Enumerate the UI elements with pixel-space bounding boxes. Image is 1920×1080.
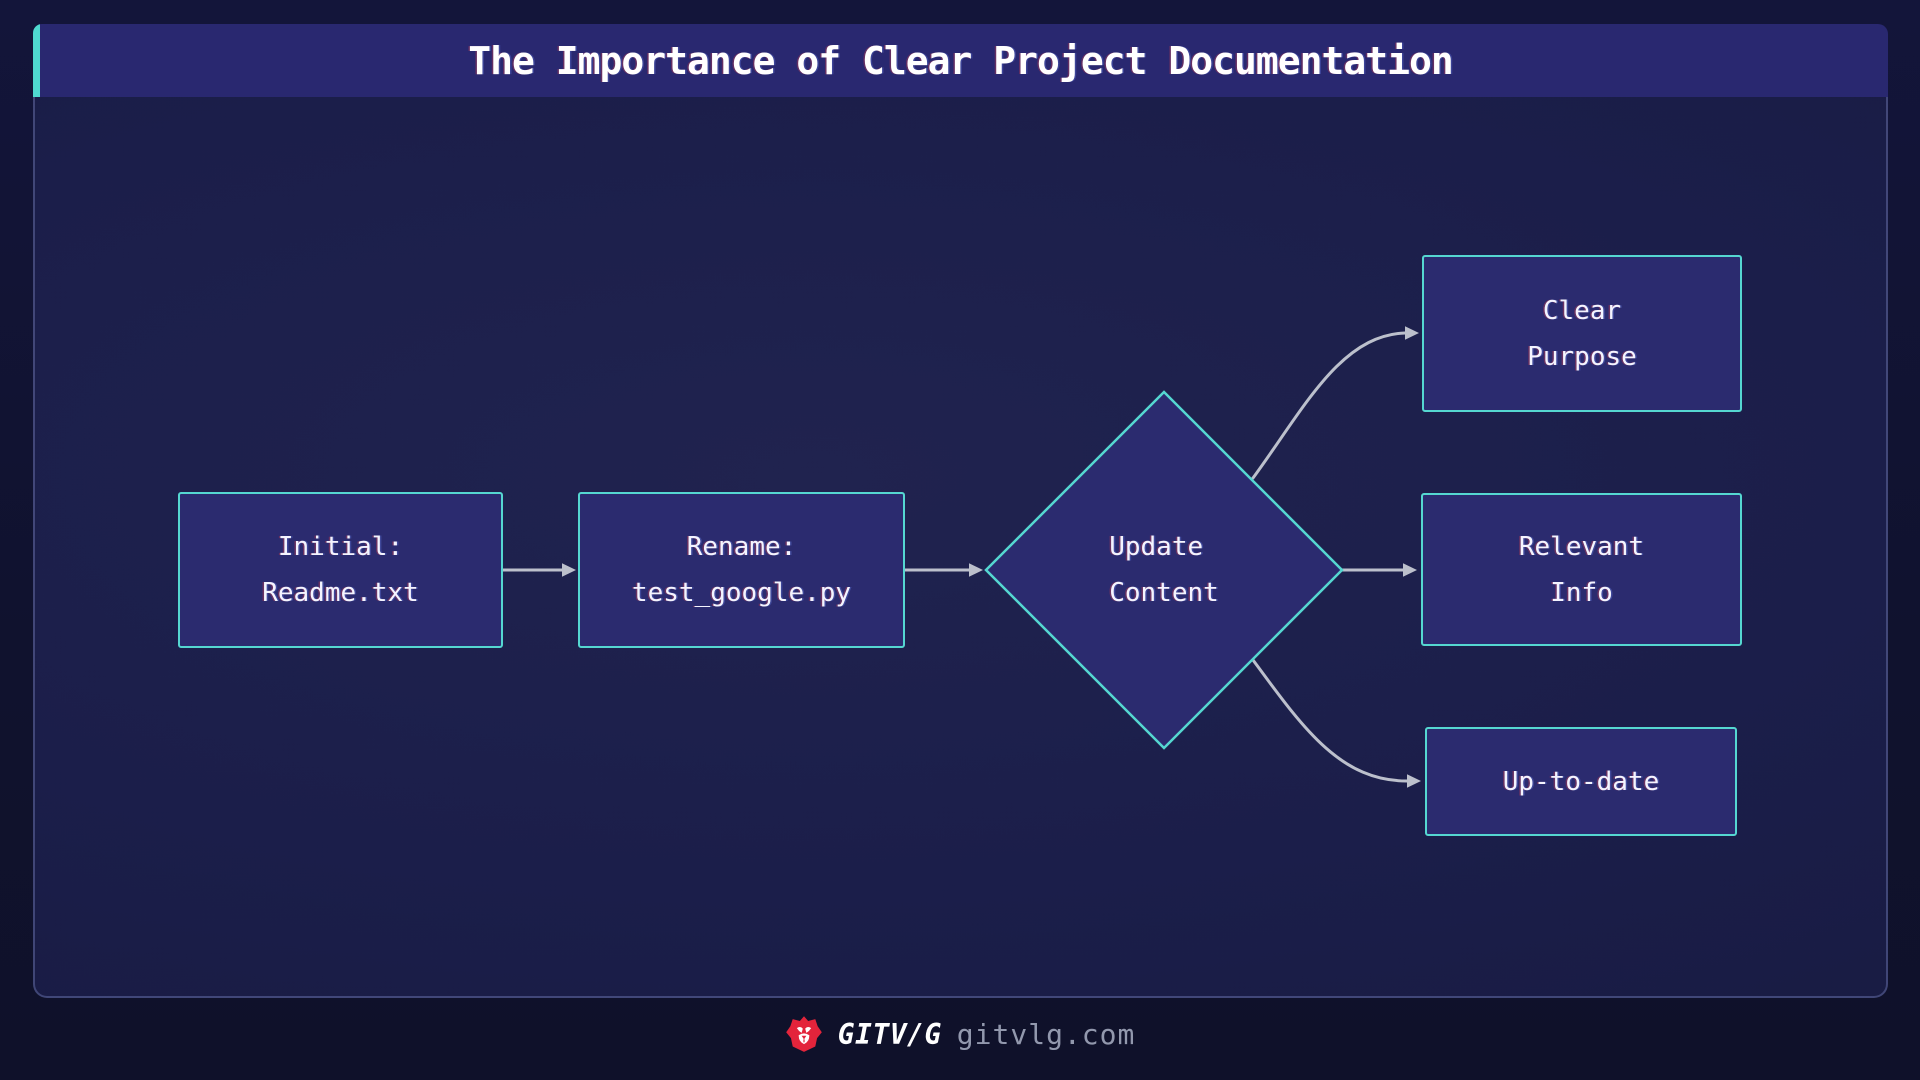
node-clear-purpose: Clear Purpose (1422, 255, 1742, 412)
page-title: The Importance of Clear Project Document… (468, 38, 1454, 83)
brand-wordmark: GITV/G (837, 1017, 942, 1051)
node-initial: Initial: Readme.txt (178, 492, 503, 648)
node-label-line: Purpose (1527, 341, 1637, 372)
title-accent-bar (33, 24, 40, 97)
footer: GITV/G gitvlg.com (0, 1008, 1920, 1060)
node-label-line: Up-to-date (1502, 766, 1660, 797)
node-label-line: Rename: (686, 532, 797, 562)
node-label-line: Info (1550, 577, 1613, 608)
node-up-to-date: Up-to-date (1425, 727, 1737, 836)
lion-icon (785, 1016, 822, 1052)
title-bar: The Importance of Clear Project Document… (33, 24, 1888, 97)
node-rename: Rename: test_google.py (578, 492, 905, 648)
node-label-line: Content (1109, 578, 1219, 608)
node-label-line: Clear (1542, 295, 1622, 326)
node-update-content-label: Update Content (986, 392, 1342, 748)
node-label-line: Initial: (277, 532, 404, 562)
node-label-line: Update (1109, 532, 1204, 562)
node-label-line: Relevant (1518, 531, 1645, 562)
node-label-line: Readme.txt (262, 578, 419, 608)
node-label-line: test_google.py (631, 578, 852, 608)
node-relevant-info: Relevant Info (1421, 493, 1742, 646)
site-url: gitvlg.com (956, 1017, 1136, 1051)
